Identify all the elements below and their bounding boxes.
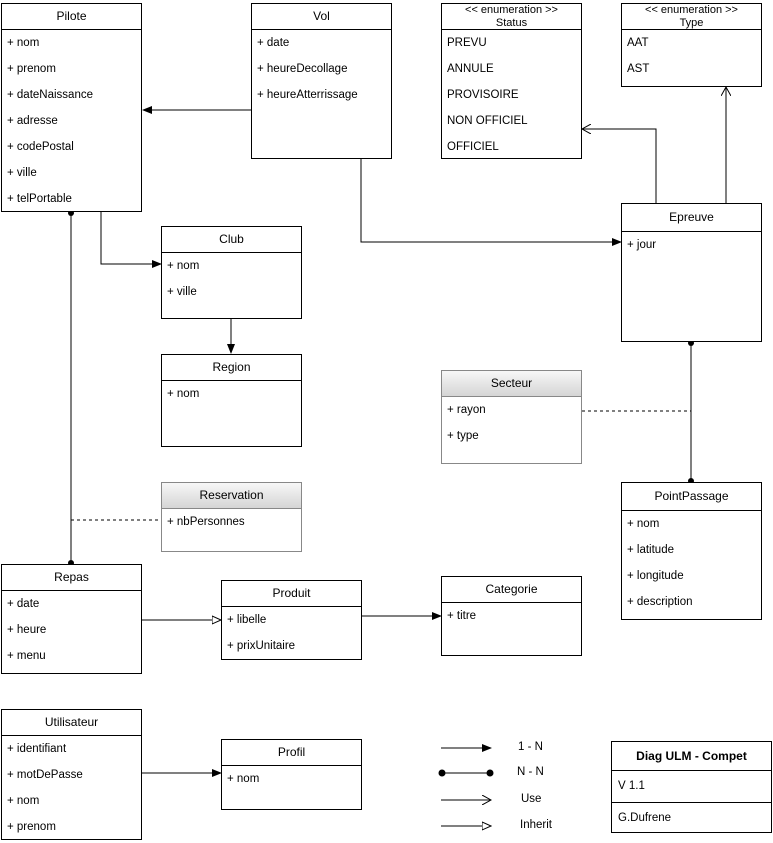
class-pointpassage[interactable]: PointPassage + nom + latitude + longitud…	[621, 482, 762, 620]
attribute: + latitude	[627, 544, 674, 556]
class-name: Utilisateur	[2, 710, 141, 736]
attribute: + heureAtterrissage	[257, 89, 358, 101]
enum-value: PROVISOIRE	[447, 89, 519, 101]
attribute: + identifiant	[7, 743, 67, 755]
class-name: Categorie	[442, 577, 581, 603]
attribute: + nom	[227, 773, 260, 785]
enum-value: AAT	[627, 37, 649, 49]
legend-dot-right	[486, 769, 494, 777]
attribute: + description	[627, 596, 693, 608]
legend-dot-left	[438, 769, 446, 777]
class-produit[interactable]: Produit + libelle + prixUnitaire	[221, 580, 362, 660]
attribute: + nom	[7, 37, 40, 49]
attribute: + nom	[167, 260, 200, 272]
attribute: + nom	[167, 388, 200, 400]
title-block: Diag ULM - Compet V 1.1 G.Dufrene	[611, 741, 772, 833]
attribute: + libelle	[227, 614, 267, 626]
attribute: + titre	[447, 610, 477, 622]
attribute: + menu	[7, 650, 46, 662]
enum-value: OFFICIEL	[447, 141, 499, 153]
enum-value: PREVU	[447, 37, 487, 49]
class-categorie[interactable]: Categorie + titre	[441, 576, 582, 656]
attribute: + prenom	[7, 63, 56, 75]
attribute: + motDePasse	[7, 769, 83, 781]
attribute: + date	[257, 37, 290, 49]
enum-status[interactable]: << enumeration >> Status PREVU ANNULE PR…	[441, 3, 582, 159]
attribute: + telPortable	[7, 193, 72, 205]
class-name: Type	[679, 17, 704, 29]
attribute: + dateNaissance	[7, 89, 93, 101]
class-name: Repas	[2, 565, 141, 591]
attribute: + rayon	[447, 404, 486, 416]
class-name: Produit	[222, 581, 361, 607]
attribute: + ville	[167, 286, 197, 298]
enum-value: NON OFFICIEL	[447, 115, 528, 127]
link-pilote-club	[100, 211, 162, 268]
attribute: + codePostal	[7, 141, 74, 153]
attribute: + heure	[7, 624, 47, 636]
class-region[interactable]: Region + nom	[161, 354, 302, 447]
class-name: Secteur	[442, 371, 581, 397]
legend-label-use: Use	[521, 793, 542, 805]
class-repas[interactable]: Repas + date + heure + menu	[1, 564, 142, 674]
stereotype-label: << enumeration >>	[465, 4, 558, 16]
class-club[interactable]: Club + nom + ville	[161, 226, 302, 319]
class-pilote[interactable]: Pilote + nom + prenom + dateNaissance + …	[1, 3, 142, 212]
attribute: + longitude	[627, 570, 684, 582]
attribute: + ville	[7, 167, 37, 179]
attribute: + date	[7, 598, 40, 610]
attribute: + nom	[7, 795, 40, 807]
enum-header: << enumeration >> Type	[622, 4, 761, 30]
class-name: Vol	[252, 4, 391, 30]
link-epreuve-status	[582, 129, 657, 203]
attribute: + nom	[627, 518, 660, 530]
enum-header: << enumeration >> Status	[442, 4, 581, 30]
enum-type[interactable]: << enumeration >> Type AAT AST	[621, 3, 762, 87]
attribute: + type	[447, 430, 479, 442]
stereotype-label: << enumeration >>	[645, 4, 738, 16]
class-name: Club	[162, 227, 301, 253]
class-name: PointPassage	[622, 483, 761, 511]
link-vol-epreuve	[360, 159, 622, 246]
enum-value: AST	[627, 63, 650, 75]
diagram-version: V 1.1	[612, 771, 771, 803]
class-name: Epreuve	[622, 204, 761, 232]
legend-label-1n: 1 - N	[518, 741, 543, 753]
class-name: Pilote	[2, 4, 141, 30]
legend-label-inherit: Inherit	[520, 819, 552, 831]
attribute: + prenom	[7, 821, 56, 833]
class-reservation[interactable]: Reservation + nbPersonnes	[161, 482, 302, 552]
class-vol[interactable]: Vol + date + heureDecollage + heureAtter…	[251, 3, 392, 159]
class-name: Profil	[222, 740, 361, 766]
class-name: Reservation	[162, 483, 301, 509]
enum-value: ANNULE	[447, 63, 494, 75]
attribute: + prixUnitaire	[227, 640, 296, 652]
legend-label-nn: N - N	[517, 766, 544, 778]
diagram-title: Diag ULM - Compet	[612, 742, 771, 771]
attribute: + adresse	[7, 115, 58, 127]
diagram-author: G.Dufrene	[618, 812, 672, 824]
class-utilisateur[interactable]: Utilisateur + identifiant + motDePasse +…	[1, 709, 142, 840]
class-secteur[interactable]: Secteur + rayon + type	[441, 370, 582, 464]
class-name: Region	[162, 355, 301, 381]
class-epreuve[interactable]: Epreuve + jour	[621, 203, 762, 342]
class-profil[interactable]: Profil + nom	[221, 739, 362, 810]
attribute: + nbPersonnes	[167, 516, 245, 528]
class-name: Status	[495, 17, 528, 29]
attribute: + heureDecollage	[257, 63, 348, 75]
attribute: + jour	[627, 239, 657, 251]
